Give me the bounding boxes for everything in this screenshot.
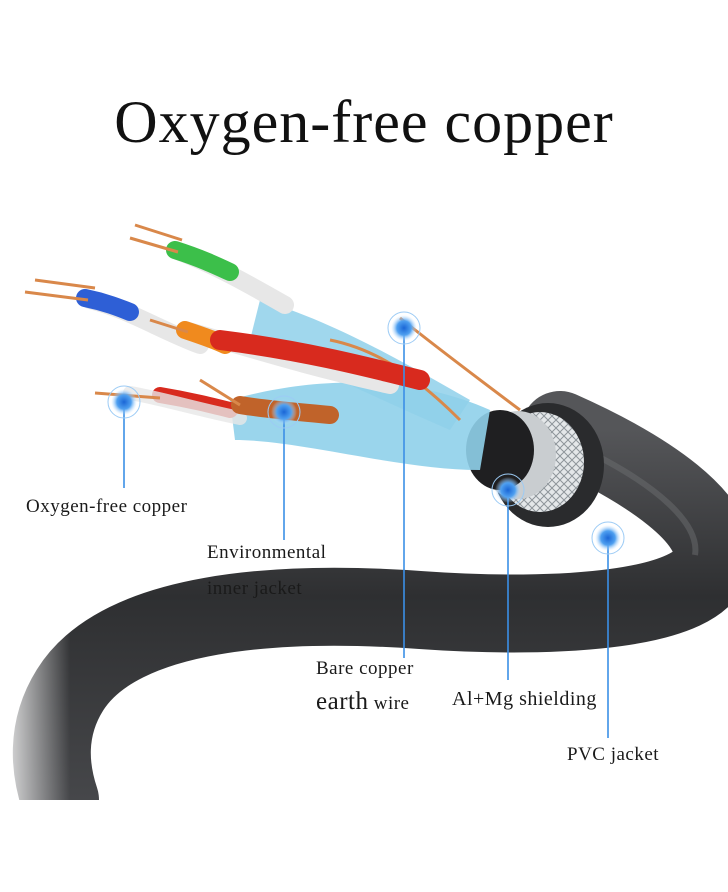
- pvc-jacket-body: [0, 391, 728, 892]
- label-environmental-line1: Environmental: [207, 542, 327, 563]
- pointer-dot-oxygen-free-copper: [111, 389, 137, 415]
- label-pvc-jacket: PVC jacket: [567, 744, 660, 765]
- pointer-dot-pvc: [595, 525, 621, 551]
- diagram-title: Oxygen-free copper: [114, 89, 614, 155]
- label-wire: wire: [373, 693, 410, 714]
- green-pair: [129, 223, 294, 314]
- blue-pair: [24, 278, 209, 354]
- pointer-dot-environmental: [271, 399, 297, 425]
- label-oxygen-free-copper: Oxygen-free copper: [26, 496, 188, 517]
- label-bare-copper-line2: earth wire: [316, 688, 409, 716]
- label-environmental-line2: inner jacket: [207, 578, 303, 599]
- pointer-dots: [107, 311, 625, 555]
- pointer-lines: [123, 328, 609, 738]
- label-bare-copper-line1: Bare copper: [316, 658, 414, 679]
- label-al-mg-shielding: Al+Mg shielding: [452, 688, 597, 710]
- label-earth: earth: [316, 688, 369, 715]
- pointer-dot-bare-copper: [391, 315, 417, 341]
- pointer-dot-al-mg: [495, 477, 521, 503]
